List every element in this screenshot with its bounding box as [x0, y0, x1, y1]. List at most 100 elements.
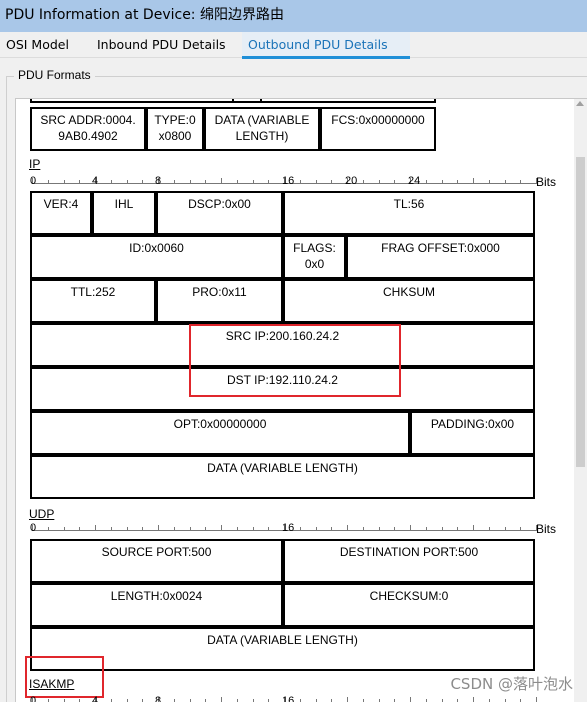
ip-ruler-tick	[63, 180, 65, 184]
isakmp-ruler-tick	[315, 699, 317, 702]
isakmp-ruler-tick	[536, 697, 537, 702]
isakmp-section-title[interactable]: ISAKMP	[29, 677, 75, 691]
isakmp-ruler-tick	[504, 699, 506, 702]
isakmp-ruler-tick	[378, 699, 380, 702]
udp-ruler-tick	[410, 525, 411, 531]
udp-data: DATA (VARIABLE LENGTH)	[30, 627, 535, 671]
isakmp-ruler-tick	[110, 699, 112, 702]
isakmp-ruler-tick	[47, 699, 49, 702]
ip-ruler-tick	[425, 180, 427, 184]
udp-ruler-tick	[189, 527, 191, 531]
isakmp-ruler-tick	[142, 699, 144, 702]
ip-ruler-tick	[347, 178, 348, 184]
udp-ruler-tick	[252, 527, 254, 531]
udp-ruler-label-16: 16	[282, 522, 295, 534]
udp-ruler-tick	[268, 527, 270, 531]
isakmp-ruler-tick	[488, 699, 490, 702]
udp-ruler-tick	[32, 525, 33, 531]
udp-ruler-tick	[142, 527, 144, 531]
ip-ruler-tick	[299, 180, 301, 184]
ip-section-title[interactable]: IP	[29, 157, 41, 171]
isakmp-ruler-tick	[520, 699, 522, 702]
isakmp-ruler-tick	[394, 699, 396, 702]
window-title: PDU Information at Device: 绵阳边界路由	[5, 7, 284, 23]
isakmp-ruler-tick	[173, 699, 175, 702]
udp-ruler-tick	[63, 527, 65, 531]
udp-ruler-tick	[110, 527, 112, 531]
ip-id: ID:0x0060	[30, 235, 283, 279]
isakmp-ruler-tick	[32, 697, 33, 702]
ip-padding: PADDING:0x00	[410, 411, 535, 455]
ip-ruler-tick	[79, 180, 81, 184]
isakmp-ruler-label-4: 4	[92, 695, 99, 702]
ip-ruler-label-20: 20	[345, 175, 358, 187]
udp-section-title[interactable]: UDP	[29, 507, 55, 521]
udp-checksum: CHECKSUM:0	[283, 583, 535, 627]
ip-ruler-tick	[126, 180, 128, 184]
ip-dscp: DSCP:0x00	[156, 191, 283, 235]
udp-length: LENGTH:0x0024	[30, 583, 283, 627]
ip-ruler-tick	[473, 178, 474, 184]
isakmp-ruler-tick	[63, 699, 65, 702]
ip-ver: VER:4	[30, 191, 92, 235]
ip-ruler-tick	[47, 180, 49, 184]
udp-ruler-tick	[331, 527, 333, 531]
ip-ruler-tick	[331, 180, 333, 184]
ethernet-cut-field-1	[30, 99, 234, 103]
isakmp-ruler-tick	[331, 699, 333, 702]
ip-ruler-label-8: 8	[155, 175, 162, 187]
ip-ruler-tick	[236, 180, 238, 184]
udp-ruler-tick	[425, 527, 427, 531]
isakmp-ruler-tick	[158, 697, 159, 702]
ip-ruler-tick	[142, 180, 144, 184]
udp-ruler-tick	[394, 527, 396, 531]
isakmp-ruler-label-8: 8	[155, 695, 162, 702]
scrollbar-thumb[interactable]	[576, 157, 585, 467]
isakmp-ruler-tick	[268, 699, 270, 702]
udp-ruler-tick	[236, 527, 238, 531]
udp-ruler-tick	[362, 527, 364, 531]
eth-fcs: FCS:0x00000000	[320, 107, 436, 151]
tab-inbound-pdu-details[interactable]: Inbound PDU Details	[97, 37, 226, 52]
scroll-up-arrow-icon[interactable]	[576, 101, 584, 106]
udp-ruler-tick	[221, 525, 222, 531]
ip-ruler-tick	[441, 180, 443, 184]
ip-options: OPT:0x00000000	[30, 411, 410, 455]
ip-ruler-label-16: 16	[282, 175, 295, 187]
udp-ruler-tick	[47, 527, 49, 531]
ip-data: DATA (VARIABLE LENGTH)	[30, 455, 535, 499]
udp-ruler-tick	[95, 525, 96, 531]
isakmp-ruler-tick	[252, 699, 254, 702]
ip-ruler-tick	[268, 180, 270, 184]
ip-flags: FLAGS:0x0	[283, 235, 346, 279]
tab-osi-model[interactable]: OSI Model	[6, 37, 69, 52]
isakmp-ruler-tick	[126, 699, 128, 702]
udp-ruler-tick	[488, 527, 490, 531]
tab-outbound-pdu-details[interactable]: Outbound PDU Details	[242, 32, 410, 59]
ip-ruler-tick	[158, 178, 159, 184]
ip-ruler-tick	[488, 180, 490, 184]
udp-ruler-tick	[158, 525, 159, 531]
udp-ruler-tick	[79, 527, 81, 531]
ip-ruler-tick	[284, 178, 285, 184]
udp-ruler-tick	[173, 527, 175, 531]
ip-ruler-tick	[536, 178, 537, 184]
ip-bits-label: Bits	[536, 175, 557, 189]
ip-ruler-tick	[189, 180, 191, 184]
ip-ruler-label-0: 0	[30, 175, 37, 187]
ip-ruler-label-4: 4	[92, 175, 99, 187]
isakmp-ruler-tick	[205, 699, 207, 702]
udp-ruler-tick	[347, 525, 348, 531]
vertical-scrollbar[interactable]	[574, 99, 587, 702]
isakmp-ruler-tick	[189, 699, 191, 702]
udp-ruler-tick	[315, 527, 317, 531]
isakmp-ruler-tick	[221, 697, 222, 702]
ip-checksum: CHKSUM	[283, 279, 535, 323]
isakmp-ruler-tick	[473, 697, 474, 702]
ip-ruler-tick	[520, 180, 522, 184]
isakmp-ruler-tick	[299, 699, 301, 702]
ip-ruler-tick	[173, 180, 175, 184]
ip-frag-offset: FRAG OFFSET:0x000	[346, 235, 535, 279]
